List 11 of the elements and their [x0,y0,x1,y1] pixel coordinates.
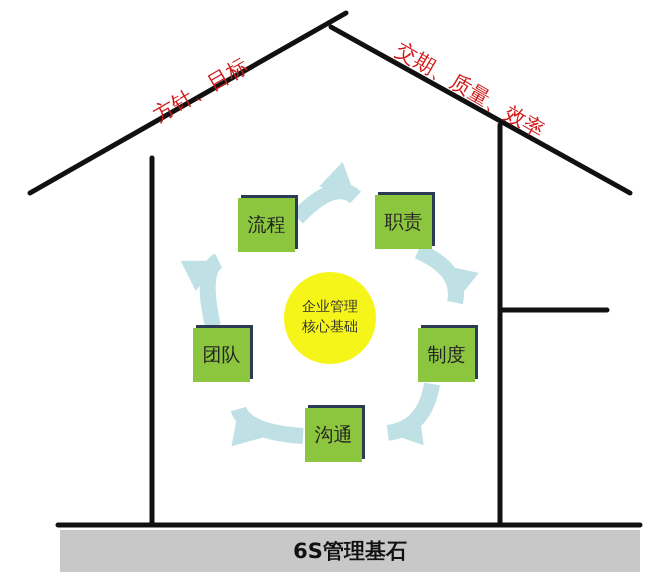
foundation-bar: 6S管理基石 [60,530,640,572]
roof-label: 方针、目标 [148,52,252,128]
process-box: 制度 [418,328,475,382]
roof-label: 交期、质量、效率 [390,36,550,144]
cycle-arrow [386,382,440,444]
center-circle: 企业管理核心基础 [284,272,376,364]
process-box: 流程 [238,198,295,252]
process-box: 团队 [193,328,250,382]
cycle-arrow [180,254,223,328]
process-box: 职责 [375,195,432,249]
process-box: 沟通 [305,408,362,462]
